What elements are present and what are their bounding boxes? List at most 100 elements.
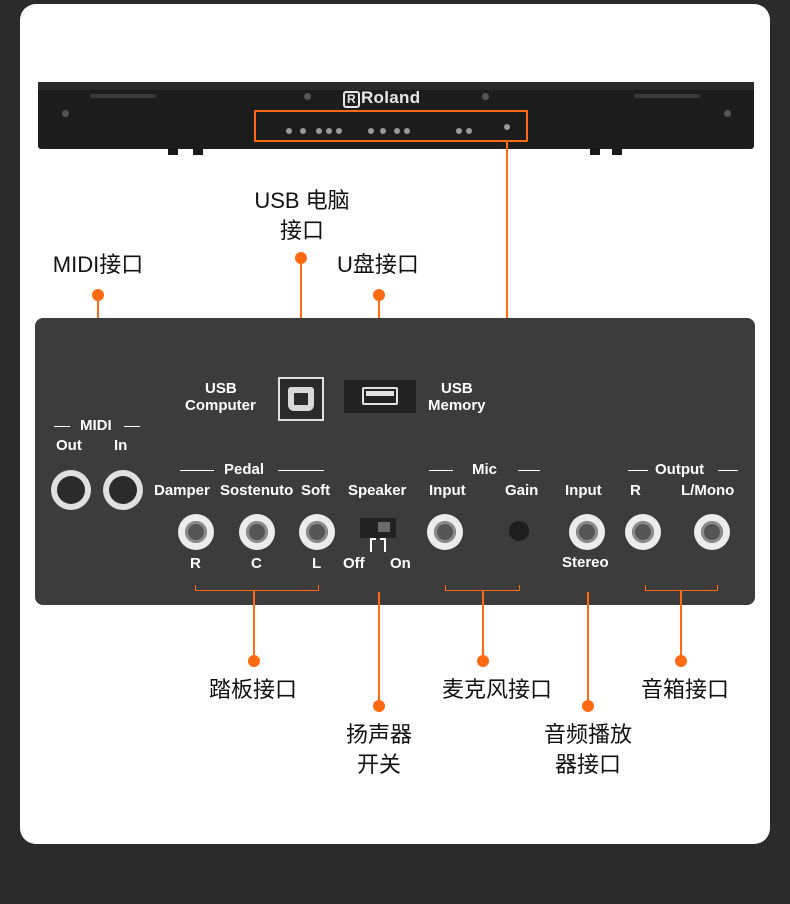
speaker-label-cn: 扬声器开关 [345,722,412,777]
mic-input-jack [427,514,463,550]
midi-in-port-icon [103,470,143,510]
usb-a-port-icon [344,380,416,413]
midi-out-label: Out [56,437,82,454]
usb-memory-label: Memory [428,397,486,414]
connector-line [300,258,302,370]
jack-icon [300,128,306,134]
connector-line [378,592,380,702]
screw-icon [724,110,731,117]
pedal-damper-label: Damper [154,482,210,499]
mic-title: Mic [472,461,498,478]
usb-b-port-icon [278,377,324,421]
vent-slot-right [634,94,700,98]
output-r-label: R [630,482,641,499]
piano-top-edge [38,82,754,90]
mic-gain-label: Gain [505,482,539,499]
input-stereo-label: Stereo [562,554,609,571]
connector-line [587,592,589,702]
mic-input-label: Input [429,482,466,499]
connector-line [253,591,255,657]
callout-dot [373,700,385,712]
connector-line [680,591,682,657]
logo-mark: R [343,91,360,108]
usb-memory-label-cn: U盘接口 [337,252,419,277]
piano-foot [168,148,178,155]
output-label-cn: 音箱接口 [640,677,729,702]
piano-rear-image [38,82,754,149]
switch-mark [384,538,386,552]
usb-computer-label-cn: USB 电脑接口 [254,188,350,243]
pedal-label-cn: 踏板接口 [208,677,297,702]
jack-area-highlight [254,110,528,142]
output-lmono-label: L/Mono [681,482,735,499]
pedal-c-label: C [251,555,262,572]
callout-dot [675,655,687,667]
output-r-jack [625,514,661,550]
jack-icon [368,128,374,134]
screw-icon [482,93,489,100]
jack-icon [394,128,400,134]
pedal-soft-label: Soft [301,482,331,499]
output-title: Output [655,461,705,478]
pedal-bracket [195,585,319,591]
input-stereo-jack [569,514,605,550]
vent-slot-left [90,94,156,98]
mic-bracket [445,585,520,591]
piano-foot [590,148,600,155]
divider [429,470,453,471]
jack-icon [380,128,386,134]
divider [518,470,540,471]
midi-out-port-icon [51,470,91,510]
pedal-r-label: R [190,555,201,572]
jack-icon [316,128,322,134]
usb-computer-label: USB [205,380,237,397]
mic-label-cn: 麦克风接口 [441,677,552,702]
pedal-sostenuto-label: Sostenuto [220,482,294,499]
callout-dot [477,655,489,667]
pedal-damper-jack [178,514,214,550]
divider [180,470,214,471]
pedal-sostenuto-jack [239,514,275,550]
jack-icon [504,124,510,130]
jack-icon [286,128,292,134]
speaker-switch [360,518,396,538]
output-lmono-jack [694,514,730,550]
jack-icon [326,128,332,134]
mic-gain-knob [509,521,529,541]
divider [718,470,738,471]
divider [124,426,140,427]
midi-label-cn: MIDI接口 [52,252,144,277]
screw-icon [62,110,69,117]
callout-dot [248,655,260,667]
speaker-title: Speaker [348,482,407,499]
piano-foot [612,148,622,155]
switch-mark [380,538,386,540]
jack-icon [404,128,410,134]
pedal-l-label: L [312,555,322,572]
usb-memory-label: USB [441,380,473,397]
jack-icon [456,128,462,134]
switch-mark [370,538,372,552]
midi-in-label: In [114,437,128,454]
piano-foot [193,148,203,155]
speaker-on-label: On [390,555,411,572]
input-title: Input [565,482,602,499]
connector-panel [35,318,755,605]
pedal-soft-jack [299,514,335,550]
jack-icon [466,128,472,134]
output-bracket [645,585,718,591]
speaker-off-label: Off [343,555,365,572]
usb-computer-label: Computer [185,397,256,414]
input-label-cn: 音频播放器接口 [543,722,632,777]
divider [278,470,324,471]
pedal-title: Pedal [224,461,265,478]
midi-title: MIDI [80,417,112,434]
divider [628,470,648,471]
logo-text: Roland [360,88,421,107]
switch-mark [370,538,376,540]
connector-line [482,591,484,657]
divider [54,426,70,427]
callout-dot [582,700,594,712]
connector-line [506,141,508,339]
